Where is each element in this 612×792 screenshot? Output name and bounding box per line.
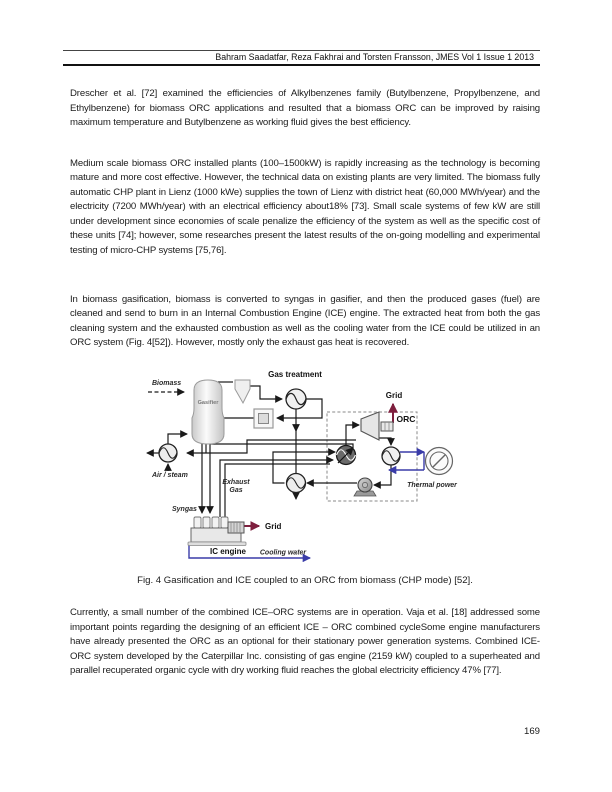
figure-label-orc: ORC <box>397 414 416 424</box>
recuperator-hx-icon <box>285 472 307 494</box>
figure-label-cooling-water: Cooling water <box>260 550 308 557</box>
generator-icon <box>380 421 394 432</box>
engine-generator-icon <box>227 521 245 534</box>
figure-label-exhaust-gas: Gas <box>229 487 242 494</box>
ic-engine-icon <box>187 516 247 546</box>
filter-icon <box>253 408 274 429</box>
pipe-network <box>146 381 395 517</box>
cyclone-icon <box>234 379 251 405</box>
gasifier-vessel: Gasifier <box>191 379 225 445</box>
figure-caption: Fig. 4 Gasification and ICE coupled to a… <box>137 575 473 586</box>
paragraph-3: In biomass gasification, biomass is conv… <box>70 293 540 349</box>
figure-label-grid-engine: Grid <box>265 522 282 531</box>
gas-treatment-hx-icon <box>285 388 307 410</box>
figure-label-gas-treatment: Gas treatment <box>268 370 322 379</box>
exhaust-gas-line <box>219 456 334 517</box>
water-lines <box>188 447 426 563</box>
header-rule-top <box>63 49 540 51</box>
figure-label-ic-engine: IC engine <box>210 547 247 556</box>
figure-label-syngas: Syngas <box>172 506 197 513</box>
figure-label-biomass: Biomass <box>152 380 181 387</box>
condenser-hx-icon <box>381 446 401 466</box>
pump-icon <box>353 477 377 497</box>
paragraph-4: Currently, a small number of the combine… <box>70 607 540 677</box>
figure-label-grid-top: Grid <box>386 391 403 400</box>
page-number: 169 <box>523 726 540 737</box>
figure-label-exhaust: Exhaust <box>222 479 250 486</box>
air-steam-hx-icon <box>158 443 178 463</box>
figure-label-air-steam: Air / steam <box>151 472 188 479</box>
figure-label-thermal-power: Thermal power <box>407 482 458 489</box>
thermal-power-icon <box>424 446 454 476</box>
journal-header: Bahram Saadatfar, Reza Fakhrai and Torst… <box>215 52 534 62</box>
evaporator-hx-icon <box>335 444 357 466</box>
figure-diagram: Gasifier <box>146 370 458 563</box>
turbine-icon <box>360 411 380 441</box>
header-rule-bottom <box>63 63 540 66</box>
paragraph-1: Drescher et al. [72] examined the effici… <box>70 88 540 129</box>
figure-label-gasifier: Gasifier <box>198 400 220 406</box>
cooling-water-line <box>188 543 312 563</box>
paragraph-2: Medium scale biomass ORC installed plant… <box>70 157 540 256</box>
